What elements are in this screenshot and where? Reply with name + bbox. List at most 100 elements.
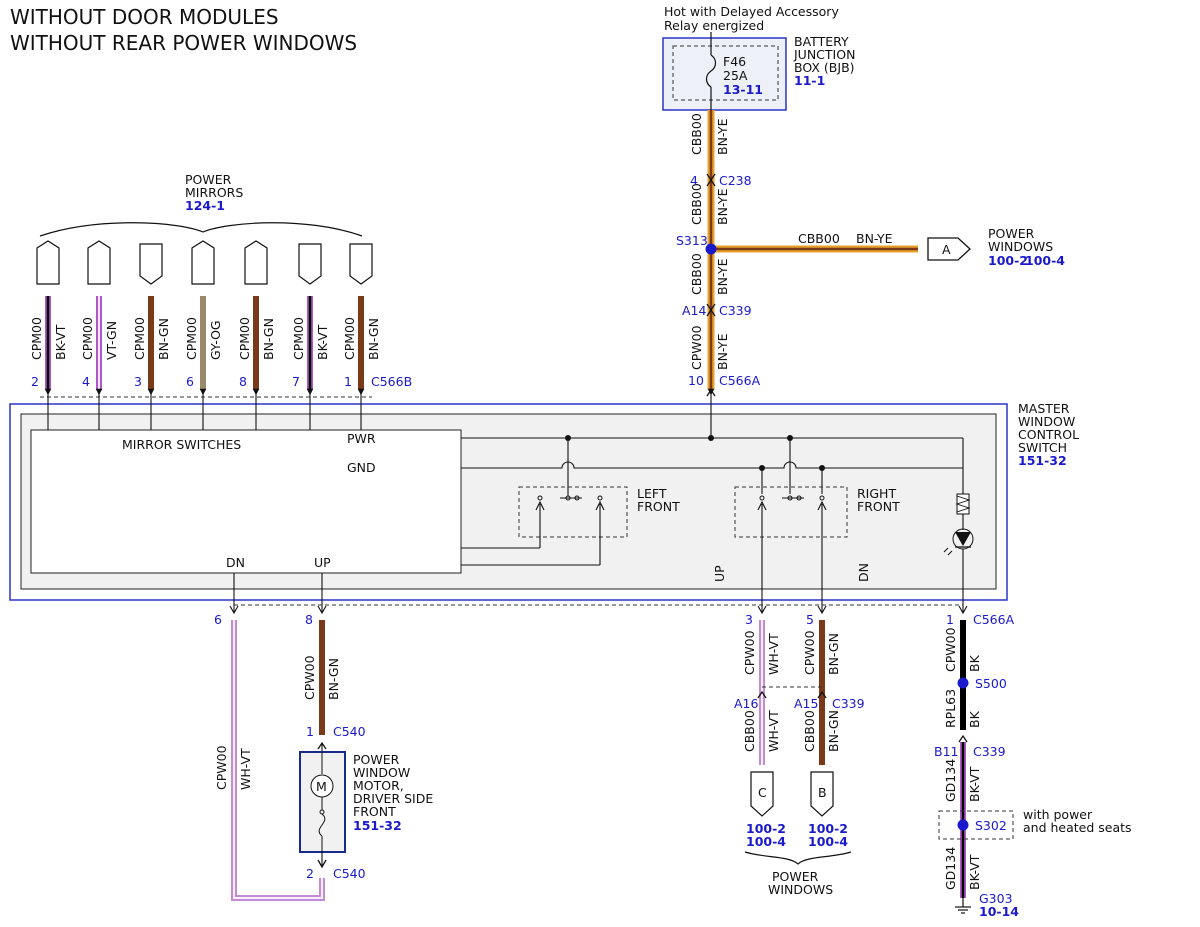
connector-b-arrow — [810, 771, 834, 817]
c238-pin: 4 — [690, 173, 698, 188]
c339-top-label: C339 — [719, 303, 752, 318]
wire-bnye-branch: BN-YE — [856, 231, 893, 246]
c566b-label: C566B — [371, 374, 412, 389]
c540-top-label: C540 — [333, 724, 366, 739]
switch-label-4: SWITCH — [1018, 440, 1067, 455]
mirror-color-6: BK-VT — [315, 324, 330, 360]
c-ref1: 100-2 — [746, 821, 786, 836]
wire-cbb00-branch: CBB00 — [798, 231, 840, 246]
s500-label: S500 — [975, 676, 1007, 691]
c339-mid-label: C339 — [832, 696, 865, 711]
left-front-1: LEFT — [637, 486, 667, 501]
hot-label-1: Hot with Delayed Accessory — [664, 4, 839, 19]
bottom-power-windows-2: WINDOWS — [768, 882, 833, 897]
right-front-switch — [734, 486, 848, 612]
switch-ref: 151-32 — [1018, 453, 1067, 468]
bjb-label-1: BATTERY — [794, 34, 849, 49]
s500-splice — [957, 677, 969, 689]
mirror-pin-4: 6 — [186, 374, 194, 389]
dn-wire-color: WH-VT — [238, 748, 253, 790]
up-vertical: UP — [712, 565, 727, 582]
left-front-switch — [461, 486, 628, 566]
bjb-label-3: BOX (BJB) — [794, 60, 855, 75]
mirror-color-2: VT-GN — [104, 321, 119, 360]
switch-label-3: CONTROL — [1018, 427, 1079, 442]
power-windows-brace — [744, 851, 852, 865]
c566a-top-label: C566A — [719, 373, 761, 388]
c339-top-pin: A14 — [682, 303, 707, 318]
mirror-pin-7: 1 — [344, 374, 352, 389]
motor-label-3: MOTOR, — [353, 778, 404, 793]
mirror-wire-1 — [36, 240, 60, 390]
fuse-ref: 13-11 — [723, 82, 763, 97]
mirror-color-1: BK-VT — [53, 324, 68, 360]
pin-3: 3 — [745, 612, 753, 627]
rf-dn-cbb00: CBB00 — [802, 710, 817, 752]
pin-6: 6 — [214, 612, 222, 627]
mirror-cpm00-2: CPM00 — [80, 317, 95, 360]
wire-bnye-2: BN-YE — [715, 188, 730, 225]
mirror-pin-3: 3 — [134, 374, 142, 389]
motor-ref: 151-32 — [353, 818, 402, 833]
switch-label-2: WINDOW — [1018, 414, 1075, 429]
right-front-2: FRONT — [857, 499, 900, 514]
c540-top-pin: 1 — [306, 724, 314, 739]
right-front-1: RIGHT — [857, 486, 896, 501]
switch-label-1: MASTER — [1018, 401, 1070, 416]
mirror-cpm00-3: CPM00 — [132, 317, 147, 360]
wire-bnye-1: BN-YE — [715, 118, 730, 155]
fuse-icon — [705, 54, 717, 88]
fuse-name: F46 — [723, 54, 746, 69]
pin-8: 8 — [305, 612, 313, 627]
master-window-control-switch — [9, 403, 1008, 601]
mirror-internal-wires — [44, 388, 715, 438]
wire-cbb00-2: CBB00 — [689, 183, 704, 225]
header-line-1: WITHOUT DOOR MODULES — [10, 5, 279, 29]
wire-cbb00-1: CBB00 — [689, 113, 704, 155]
dn-label: DN — [226, 555, 245, 570]
connector-c-arrow — [750, 771, 774, 817]
gnd-bk-1: BK — [967, 654, 982, 672]
bottom-power-windows-1: POWER — [772, 869, 819, 884]
up-wire-cpw00: CPW00 — [302, 655, 317, 700]
rf-up-color: WH-VT — [766, 633, 781, 675]
c339-b11-pin: B11 — [934, 744, 958, 759]
c566a-top-pin: 10 — [688, 373, 704, 388]
s313-splice — [705, 243, 717, 255]
g303-label: G303 — [979, 891, 1013, 906]
wire-bnye-3: BN-YE — [715, 258, 730, 295]
motor-icon: M — [316, 779, 327, 794]
c339-a16-pin: A16 — [734, 696, 759, 711]
connector-a-arrow — [927, 237, 971, 261]
gnd-bkvt-2: BK-VT — [967, 854, 982, 890]
rf-up-color-2: WH-VT — [766, 710, 781, 752]
c339-a15-pin: A15 — [794, 696, 818, 711]
mirror-cpm00-1: CPM00 — [29, 317, 44, 360]
mirror-pin-5: 8 — [239, 374, 247, 389]
gnd-label: GND — [347, 460, 376, 475]
power-mirrors-1: POWER — [185, 172, 232, 187]
c540-bot-pin: 2 — [306, 866, 314, 881]
mirror-cpm00-6: CPM00 — [291, 317, 306, 360]
dn-vertical: DN — [856, 563, 871, 582]
motor-label-1: POWER — [353, 752, 400, 767]
g303-ref: 10-14 — [979, 904, 1019, 919]
mirror-pin-1: 2 — [31, 374, 39, 389]
gnd-bk-2: BK — [967, 710, 982, 728]
power-mirrors-2: MIRRORS — [185, 185, 243, 200]
mirror-cpm00-7: CPM00 — [342, 317, 357, 360]
wire-bnye-4: BN-YE — [715, 333, 730, 370]
mirror-switches-label: MIRROR SWITCHES — [122, 437, 241, 452]
header-line-2: WITHOUT REAR POWER WINDOWS — [10, 31, 357, 55]
rf-dn-cpw00: CPW00 — [802, 630, 817, 675]
mirror-wire-5 — [244, 240, 268, 390]
gnd-rpl63: RPL63 — [943, 689, 958, 728]
bjb-label-2: JUNCTION — [793, 47, 855, 62]
up-label: UP — [314, 555, 331, 570]
power-windows-top-1: POWER — [988, 226, 1035, 241]
gnd-gd134-2: GD134 — [943, 847, 958, 890]
mirror-wire-3 — [139, 243, 163, 390]
rf-dn-color-2: BN-GN — [826, 710, 841, 752]
c339-right-label: C339 — [973, 744, 1006, 759]
